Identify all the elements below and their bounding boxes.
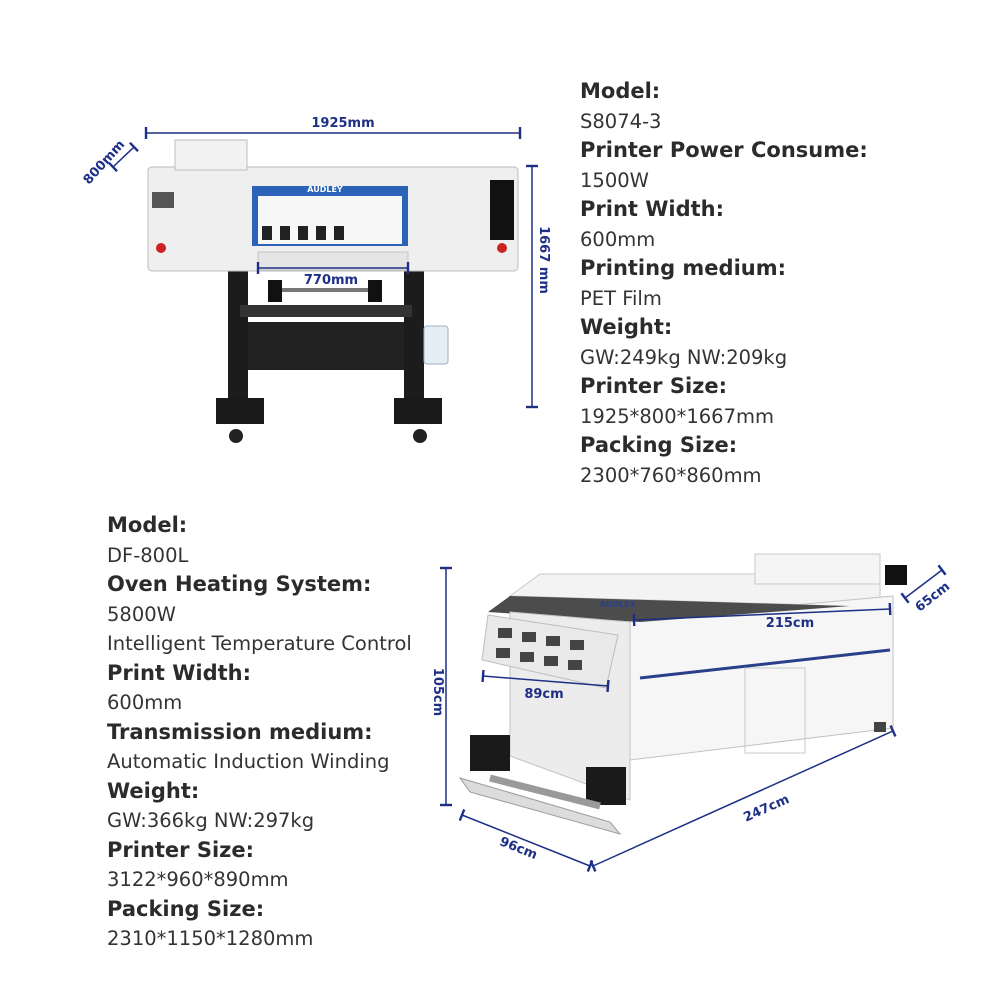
oven-spec-value: DF-800L — [107, 543, 189, 567]
printer-spec-value: 1500W — [580, 168, 649, 192]
oven-depth-label: 96cm — [497, 834, 539, 863]
oven-depth-right-line — [900, 564, 947, 604]
oven-inner-width-label: 89cm — [524, 687, 563, 702]
oven-length-line — [589, 725, 897, 872]
printer-spec-value: 2300*760*860mm — [580, 463, 762, 487]
oven-spec-list: Model: DF-800L Oven Heating System: 5800W In… — [107, 511, 412, 954]
printer-spec-label: Printing medium: — [580, 256, 787, 280]
oven-shaker-image — [458, 553, 907, 835]
printer-spec-value: 1925*800*1667mm — [580, 404, 774, 428]
printer-inner-width-label: 770mm — [304, 273, 358, 288]
printer-height-label: 1667 mm — [536, 226, 551, 294]
printer-depth-label: 800mm — [81, 137, 128, 187]
printer-image — [147, 139, 519, 443]
oven-spec-value: 5800W — [107, 602, 176, 626]
printer-spec-label: Printer Size: — [580, 374, 728, 398]
oven-spec-value: 2310*1150*1280mm — [107, 927, 314, 950]
oven-depth-line — [458, 808, 594, 873]
printer-spec-label: Print Width: — [580, 197, 725, 221]
printer-spec-value: PET Film — [580, 286, 662, 310]
printer-brand-label: AUDLEY — [307, 185, 343, 194]
printer-spec-label: Packing Size: — [580, 433, 738, 457]
printer-width-label: 1925mm — [311, 116, 374, 131]
oven-spec-label: Weight: — [107, 778, 200, 803]
oven-inner-width-line — [481, 669, 610, 693]
printer-spec-value: S8074-3 — [580, 109, 662, 133]
printer-spec-label: Weight: — [580, 315, 673, 339]
oven-height-label: 105cm — [430, 668, 445, 716]
oven-length-label: 247cm — [741, 792, 791, 825]
oven-spec-label: Oven Heating System: — [107, 572, 372, 596]
oven-spec-value: Automatic Induction Winding — [107, 750, 390, 773]
oven-spec-label: Packing Size: — [107, 896, 265, 921]
oven-spec-label: Print Width: — [107, 660, 252, 685]
oven-spec-value: GW:366kg NW:297kg — [107, 809, 315, 832]
printer-spec-value: GW:249kg NW:209kg — [580, 345, 788, 369]
printer-spec-value: 600mm — [580, 227, 656, 251]
oven-spec-value: Intelligent Temperature Control — [107, 632, 412, 655]
oven-spec-label: Transmission medium: — [107, 719, 373, 744]
oven-top-length-label: 215cm — [766, 616, 814, 631]
oven-spec-value: 3122*960*890mm — [107, 868, 289, 891]
oven-depth-right-label: 65cm — [913, 579, 953, 615]
oven-spec-label: Model: — [107, 513, 188, 537]
oven-top-length-line — [632, 602, 892, 627]
oven-brand-label: AUDLEY — [600, 600, 636, 609]
oven-spec-label: Printer Size: — [107, 837, 255, 862]
oven-spec-value: 600mm — [107, 691, 183, 714]
printer-depth-line — [107, 141, 140, 173]
printer-spec-label: Printer Power Consume: — [580, 138, 868, 162]
printer-spec-label: Model: — [580, 79, 661, 103]
